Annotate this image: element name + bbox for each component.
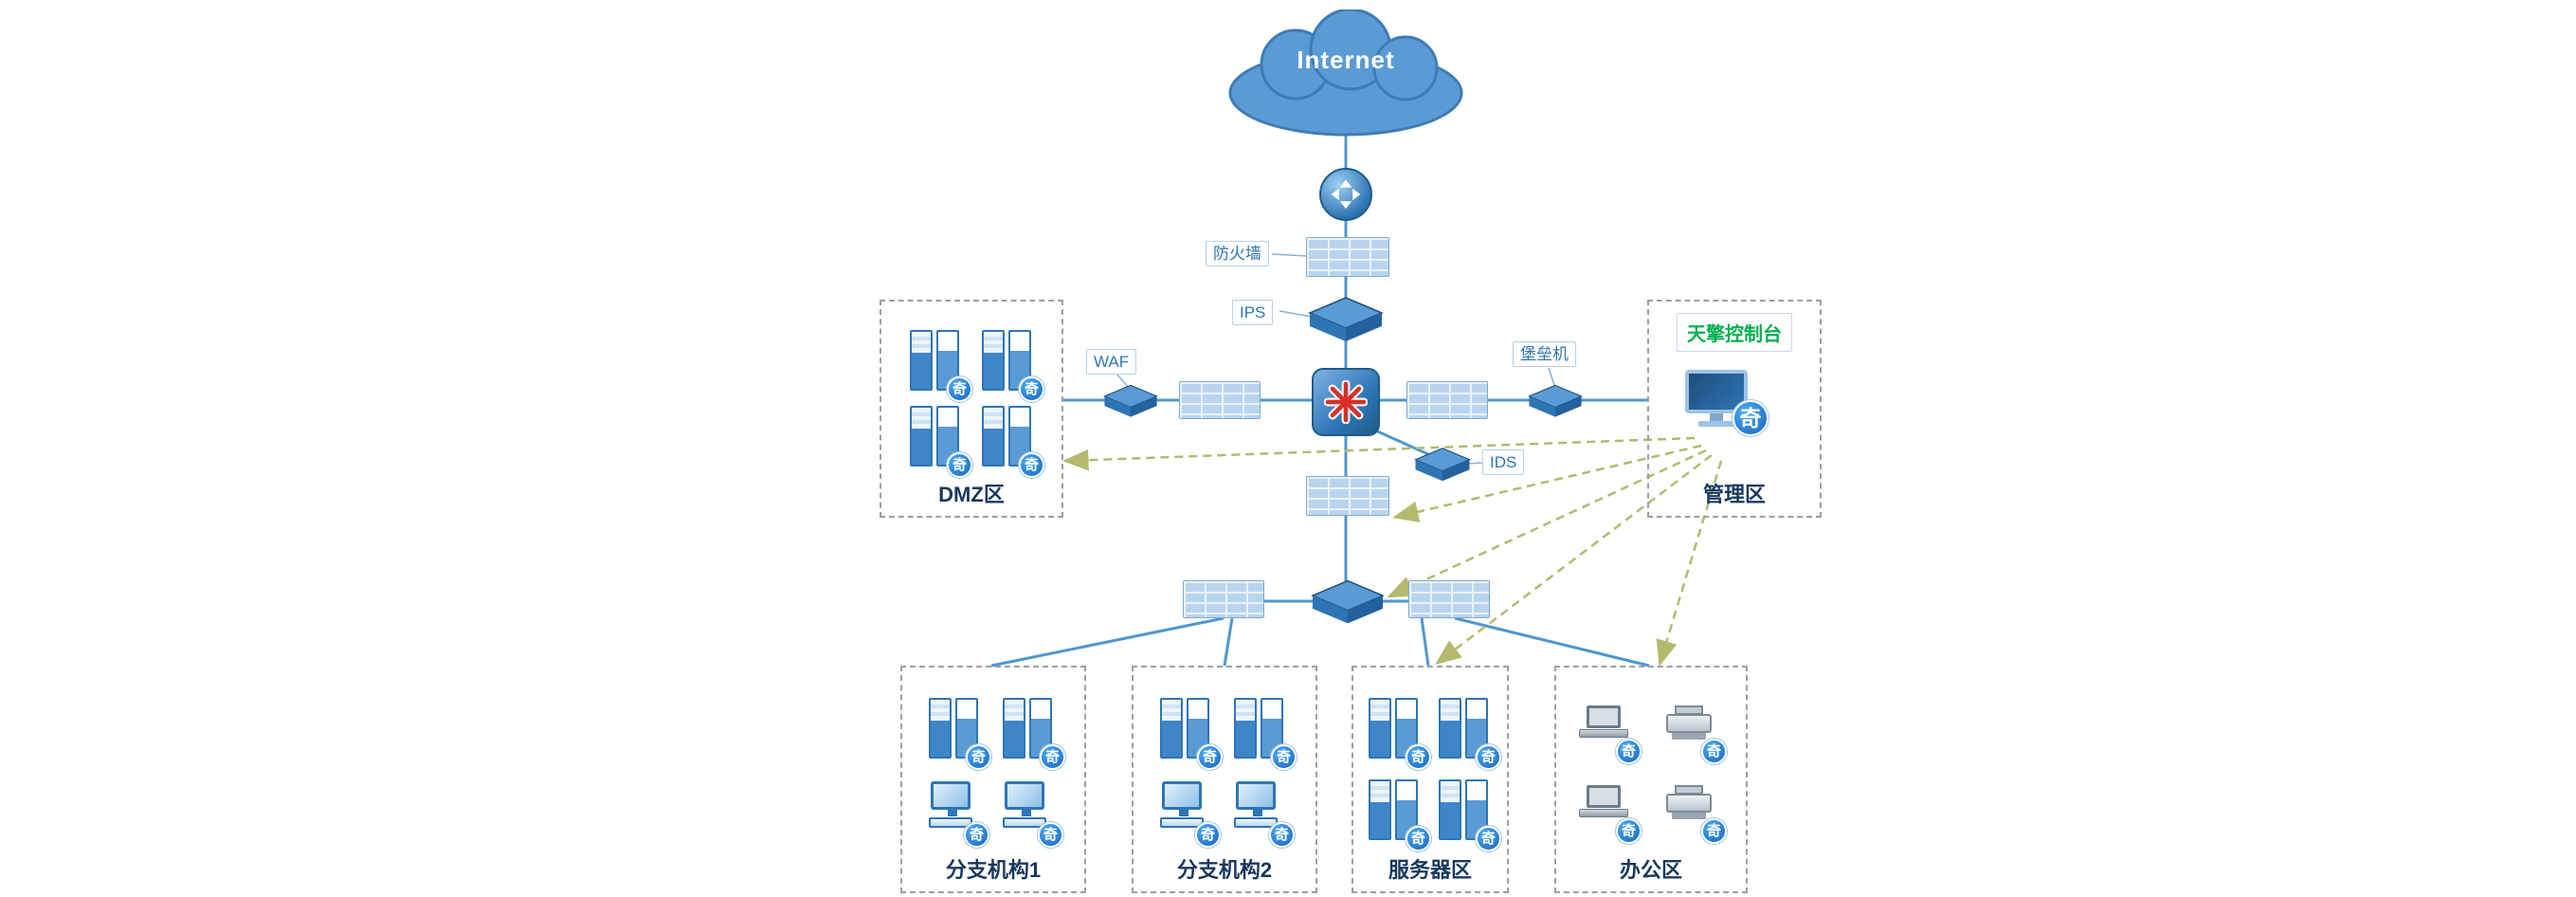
distribution-switch [1311, 578, 1385, 626]
qi-badge: 奇 [1406, 744, 1431, 770]
zone-management: 天擎控制台 奇 管理区 [1647, 300, 1822, 518]
zone-office: 奇 奇 奇 奇 办公区 [1554, 666, 1748, 893]
bastion-device [1528, 383, 1583, 419]
workstation-icon: 奇 [1158, 779, 1221, 848]
zone-dmz: 奇 奇 奇 奇 DMZ区 [880, 300, 1063, 518]
firewall-right-icon [1406, 381, 1488, 419]
qi-badge: 奇 [1019, 452, 1044, 478]
firewall-left-icon [1179, 381, 1261, 419]
qi-badge: 奇 [947, 376, 972, 402]
firewall-core-bottom-icon [1306, 476, 1389, 516]
server-icon: 奇 [1232, 698, 1297, 770]
qi-badge: 奇 [964, 822, 989, 848]
switch-icon [1308, 297, 1384, 341]
internet-cloud: Internet [1218, 9, 1474, 142]
ids-device [1414, 446, 1471, 484]
console-label: 天擎控制台 [1677, 313, 1792, 352]
switch-icon [1528, 384, 1583, 417]
ips-device [1308, 296, 1384, 343]
workstation-icon: 奇 [1001, 779, 1063, 848]
firewall-top-icon [1306, 237, 1389, 277]
switch-icon [1414, 448, 1471, 482]
switch-icon [1103, 384, 1158, 417]
qi-badge: 奇 [1701, 739, 1727, 764]
firewall-bottom-right-icon [1408, 580, 1490, 618]
zone-management-label: 管理区 [1702, 483, 1766, 506]
qi-badge: 奇 [1476, 744, 1501, 770]
server-icon: 奇 [908, 330, 972, 402]
qi-badge: 奇 [1616, 818, 1642, 844]
firewall-bottom-left-icon [1183, 580, 1264, 618]
core-switch-icon [1312, 368, 1380, 436]
management-dashed-links [1062, 436, 1723, 667]
qi-badge: 奇 [1732, 400, 1769, 436]
ids-label: IDS [1482, 449, 1525, 475]
qi-badge: 奇 [1269, 822, 1295, 848]
zone-office-label: 办公区 [1619, 858, 1682, 882]
server-icon: 奇 [980, 330, 1044, 402]
zone-branch1-label: 分支机构1 [945, 858, 1042, 882]
ips-label: IPS [1232, 300, 1274, 325]
server-icon: 奇 [927, 698, 991, 770]
qi-badge: 奇 [1616, 739, 1642, 764]
bastion-label: 堡垒机 [1513, 341, 1576, 367]
printer-icon: 奇 [1662, 783, 1727, 844]
laptop-icon: 奇 [1577, 704, 1642, 764]
firewall-top-label: 防火墙 [1206, 241, 1269, 266]
qi-badge: 奇 [1197, 744, 1223, 770]
server-icon: 奇 [908, 406, 972, 478]
console-monitor-icon: 奇 [1683, 368, 1769, 442]
qi-badge: 奇 [1195, 822, 1221, 848]
server-icon: 奇 [1367, 698, 1431, 770]
zone-branch2-label: 分支机构2 [1176, 858, 1273, 882]
qi-badge: 奇 [1271, 744, 1297, 770]
workstation-icon: 奇 [927, 779, 989, 848]
cloud-icon [1228, 9, 1463, 137]
server-icon: 奇 [1001, 698, 1065, 770]
server-icon: 奇 [1437, 779, 1501, 851]
zone-servers: 奇 奇 奇 奇 服务器区 [1351, 666, 1509, 893]
zone-servers-label: 服务器区 [1388, 858, 1472, 882]
qi-badge: 奇 [947, 452, 972, 478]
waf-label: WAF [1086, 349, 1137, 375]
waf-device [1103, 383, 1158, 419]
laptop-icon: 奇 [1577, 783, 1642, 844]
router-arrows-icon [1331, 179, 1361, 210]
switch-icon [1311, 579, 1385, 624]
zone-branch1: 奇 奇 奇 奇 分支机构1 [900, 666, 1086, 893]
zone-dmz-label: DMZ区 [938, 483, 1005, 506]
server-icon: 奇 [1367, 779, 1431, 851]
qi-badge: 奇 [1701, 818, 1727, 844]
starburst-icon [1324, 380, 1368, 424]
qi-badge: 奇 [1476, 826, 1501, 851]
qi-badge: 奇 [1040, 744, 1065, 770]
qi-badge: 奇 [1019, 376, 1044, 402]
zone-branch2: 奇 奇 奇 奇 分支机构2 [1132, 666, 1317, 893]
server-icon: 奇 [980, 406, 1044, 478]
server-icon: 奇 [1437, 698, 1501, 770]
internet-label: Internet [1297, 46, 1395, 74]
workstation-icon: 奇 [1232, 779, 1295, 848]
server-icon: 奇 [1158, 698, 1223, 770]
qi-badge: 奇 [966, 744, 991, 770]
qi-badge: 奇 [1038, 822, 1063, 848]
printer-icon: 奇 [1662, 704, 1727, 764]
qi-badge: 奇 [1406, 826, 1431, 851]
router-icon [1319, 168, 1372, 221]
